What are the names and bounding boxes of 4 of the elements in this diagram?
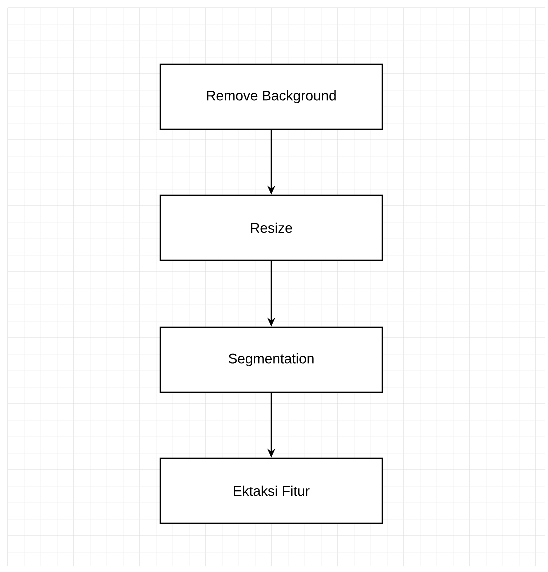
process-box: Ektaksi Fitur (160, 458, 384, 524)
process-box: Remove Background (160, 64, 384, 130)
process-box: Resize (160, 194, 384, 262)
process-box: Segmentation (160, 326, 384, 394)
